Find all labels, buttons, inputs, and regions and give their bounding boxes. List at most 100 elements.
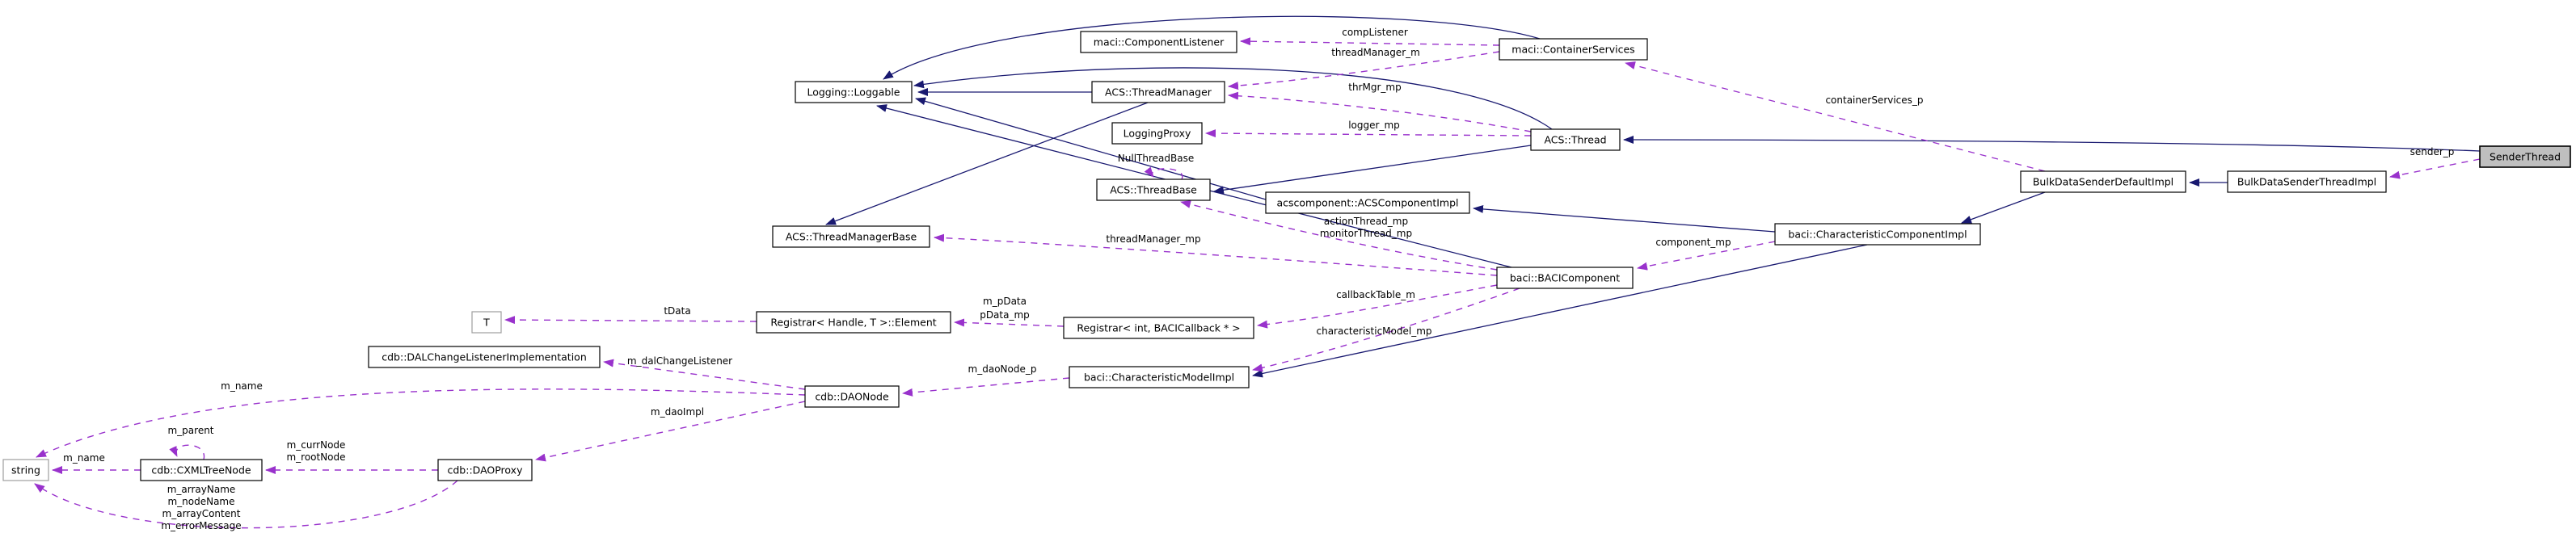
class-node-registrarCallback[interactable]: Registrar< int, BACICallback * > bbox=[1063, 317, 1254, 339]
class-node-acsThread[interactable]: ACS::Thread bbox=[1530, 128, 1621, 151]
edge-daoNode-to-dalChangeListener-usage bbox=[603, 359, 806, 390]
class-node-acsComponentImpl[interactable]: acscomponent::ACSComponentImpl bbox=[1265, 191, 1470, 214]
class-node-box-registrarCallback[interactable] bbox=[1063, 317, 1254, 339]
class-node-label-threadManager: ACS::ThreadManager bbox=[1105, 86, 1212, 99]
edge-label-m_errorMessage: m_errorMessage bbox=[161, 520, 241, 531]
class-node-threadBase[interactable]: ACS::ThreadBase bbox=[1096, 178, 1211, 201]
class-node-componentListener[interactable]: maci::ComponentListener bbox=[1080, 31, 1237, 53]
edge-acsThread-to-loggable-inheritance bbox=[913, 67, 1553, 130]
edge-registrarElement-to-tParam-usage bbox=[504, 316, 757, 325]
class-node-threadManagerBase[interactable]: ACS::ThreadManagerBase bbox=[772, 225, 930, 248]
class-node-loggable[interactable]: Logging::Loggable bbox=[795, 81, 913, 103]
class-node-box-threadBase[interactable] bbox=[1096, 178, 1211, 201]
edge-label-component_mp: component_mp bbox=[1655, 237, 1731, 248]
edge-label-sender_p: sender_p bbox=[2410, 146, 2455, 157]
edge-baciComponent-to-charModelImpl-usage bbox=[1252, 288, 1520, 372]
class-node-registrarElement[interactable]: Registrar< Handle, T >::Element bbox=[756, 311, 951, 334]
class-node-box-bulkDefault[interactable] bbox=[2020, 170, 2186, 193]
edge-label-m_currNode: m_currNode bbox=[287, 439, 346, 451]
class-node-label-bulkThread: BulkDataSenderThreadImpl bbox=[2237, 176, 2376, 188]
edge-label-threadManager_m: threadManager_m bbox=[1331, 47, 1420, 58]
edge-label-logger_mp: logger_mp bbox=[1348, 120, 1400, 131]
class-node-label-acsThread: ACS::Thread bbox=[1544, 134, 1606, 146]
edge-label-m_daoNode_p: m_daoNode_p bbox=[968, 363, 1037, 375]
edge-label-m_name: m_name bbox=[63, 452, 105, 464]
edge-label-containerServices_p: containerServices_p bbox=[1825, 94, 1923, 106]
class-node-label-registrarElement: Registrar< Handle, T >::Element bbox=[770, 317, 936, 329]
edge-charComponentImpl-to-acsComponentImpl-inheritance bbox=[1473, 204, 1776, 233]
edge-acsThread-to-loggingProxy-usage bbox=[1205, 129, 1532, 138]
class-node-label-loggingProxy: LoggingProxy bbox=[1124, 128, 1191, 140]
edge-containerServices-to-componentListener-usage bbox=[1240, 37, 1500, 46]
class-node-label-cxmlTreeNode: cdb::CXMLTreeNode bbox=[151, 464, 251, 477]
class-node-box-daoNode[interactable] bbox=[804, 385, 900, 408]
edge-charModelImpl-to-daoNode-usage bbox=[902, 377, 1070, 397]
class-node-box-threadManager[interactable] bbox=[1091, 81, 1225, 103]
class-node-label-dalChangeListener: cdb::DALChangeListenerImplementation bbox=[382, 351, 587, 363]
class-node-box-registrarElement[interactable] bbox=[756, 311, 951, 334]
class-node-bulkThread[interactable]: BulkDataSenderThreadImpl bbox=[2227, 170, 2387, 193]
class-node-label-containerServices: maci::ContainerServices bbox=[1511, 44, 1634, 56]
class-node-label-stringNode: string bbox=[11, 464, 40, 477]
class-node-baciComponent[interactable]: baci::BACIComponent bbox=[1496, 267, 1634, 289]
class-node-label-acsComponentImpl: acscomponent::ACSComponentImpl bbox=[1276, 197, 1458, 209]
class-node-stringNode[interactable]: string bbox=[2, 459, 49, 481]
class-node-daoProxy[interactable]: cdb::DAOProxy bbox=[437, 459, 533, 481]
edge-label-m_nodeName: m_nodeName bbox=[167, 496, 234, 507]
edge-label-m_pData: m_pData bbox=[983, 296, 1027, 307]
class-node-box-bulkThread[interactable] bbox=[2227, 170, 2387, 193]
class-node-label-bulkDefault: BulkDataSenderDefaultImpl bbox=[2033, 176, 2173, 188]
class-node-box-cxmlTreeNode[interactable] bbox=[140, 459, 263, 481]
class-node-dalChangeListener[interactable]: cdb::DALChangeListenerImplementation bbox=[368, 346, 601, 368]
class-node-tParam[interactable]: T bbox=[471, 311, 502, 334]
edge-daoNode-to-stringNode-usage bbox=[36, 388, 806, 458]
edge-label-thrMgr_mp: thrMgr_mp bbox=[1348, 82, 1401, 93]
class-node-box-acsComponentImpl[interactable] bbox=[1265, 191, 1470, 214]
class-node-label-threadBase: ACS::ThreadBase bbox=[1110, 184, 1197, 196]
class-node-box-daoProxy[interactable] bbox=[437, 459, 533, 481]
class-node-daoNode[interactable]: cdb::DAONode bbox=[804, 385, 900, 408]
class-node-box-dalChangeListener[interactable] bbox=[368, 346, 601, 368]
class-node-box-componentListener[interactable] bbox=[1080, 31, 1237, 53]
edge-threadBase-to-threadBase-usage bbox=[1144, 166, 1183, 180]
class-node-label-senderThread: SenderThread bbox=[2490, 151, 2561, 163]
edge-bulkDefault-to-charComponentImpl-inheritance bbox=[1961, 191, 2046, 224]
class-node-label-threadManagerBase: ACS::ThreadManagerBase bbox=[786, 231, 917, 243]
class-node-box-stringNode[interactable] bbox=[2, 459, 49, 481]
class-node-label-componentListener: maci::ComponentListener bbox=[1094, 36, 1225, 48]
edge-label-m_dalChangeListener: m_dalChangeListener bbox=[627, 355, 732, 367]
edge-containerServices-to-loggable-inheritance bbox=[883, 15, 1541, 80]
edge-threadManager-to-threadManagerBase-inheritance bbox=[825, 102, 1149, 225]
edge-label-m_daoImpl: m_daoImpl bbox=[651, 406, 704, 418]
edge-label-m_name: m_name bbox=[221, 380, 263, 392]
class-node-charComponentImpl[interactable]: baci::CharacteristicComponentImpl bbox=[1774, 223, 1981, 246]
class-node-threadManager[interactable]: ACS::ThreadManager bbox=[1091, 81, 1225, 103]
edge-label-actionThread_mp: actionThread_mp bbox=[1324, 216, 1408, 227]
class-node-label-baciComponent: baci::BACIComponent bbox=[1510, 272, 1620, 284]
class-node-box-loggable[interactable] bbox=[795, 81, 913, 103]
class-node-box-charComponentImpl[interactable] bbox=[1774, 223, 1981, 246]
class-node-box-acsThread[interactable] bbox=[1530, 128, 1621, 151]
edge-acsThread-to-threadManager-usage bbox=[1228, 91, 1532, 132]
class-node-cxmlTreeNode[interactable]: cdb::CXMLTreeNode bbox=[140, 459, 263, 481]
edge-label-callbackTable_m: callbackTable_m bbox=[1336, 289, 1415, 300]
edge-label-characteristicModel_mp: characteristicModel_mp bbox=[1316, 325, 1431, 337]
class-node-label-daoNode: cdb::DAONode bbox=[815, 391, 889, 403]
class-node-label-registrarCallback: Registrar< int, BACICallback * > bbox=[1077, 322, 1240, 334]
edge-label-pData_mp: pData_mp bbox=[980, 309, 1030, 321]
class-node-box-baciComponent[interactable] bbox=[1496, 267, 1634, 289]
class-node-label-charComponentImpl: baci::CharacteristicComponentImpl bbox=[1788, 229, 1967, 241]
class-node-bulkDefault[interactable]: BulkDataSenderDefaultImpl bbox=[2020, 170, 2186, 193]
class-node-charModelImpl[interactable]: baci::CharacteristicModelImpl bbox=[1069, 366, 1250, 388]
edge-charComponentImpl-to-charModelImpl-inheritance bbox=[1252, 244, 1868, 378]
class-node-box-threadManagerBase[interactable] bbox=[772, 225, 930, 248]
class-node-box-senderThread bbox=[2479, 145, 2571, 168]
class-node-loggingProxy[interactable]: LoggingProxy bbox=[1111, 122, 1203, 145]
class-node-containerServices[interactable]: maci::ContainerServices bbox=[1499, 38, 1648, 61]
edge-baciComponent-to-threadBase-usage bbox=[1180, 200, 1498, 271]
class-node-box-charModelImpl[interactable] bbox=[1069, 366, 1250, 388]
class-node-box-containerServices[interactable] bbox=[1499, 38, 1648, 61]
class-node-box-loggingProxy[interactable] bbox=[1111, 122, 1203, 145]
class-node-box-tParam[interactable] bbox=[471, 311, 502, 334]
